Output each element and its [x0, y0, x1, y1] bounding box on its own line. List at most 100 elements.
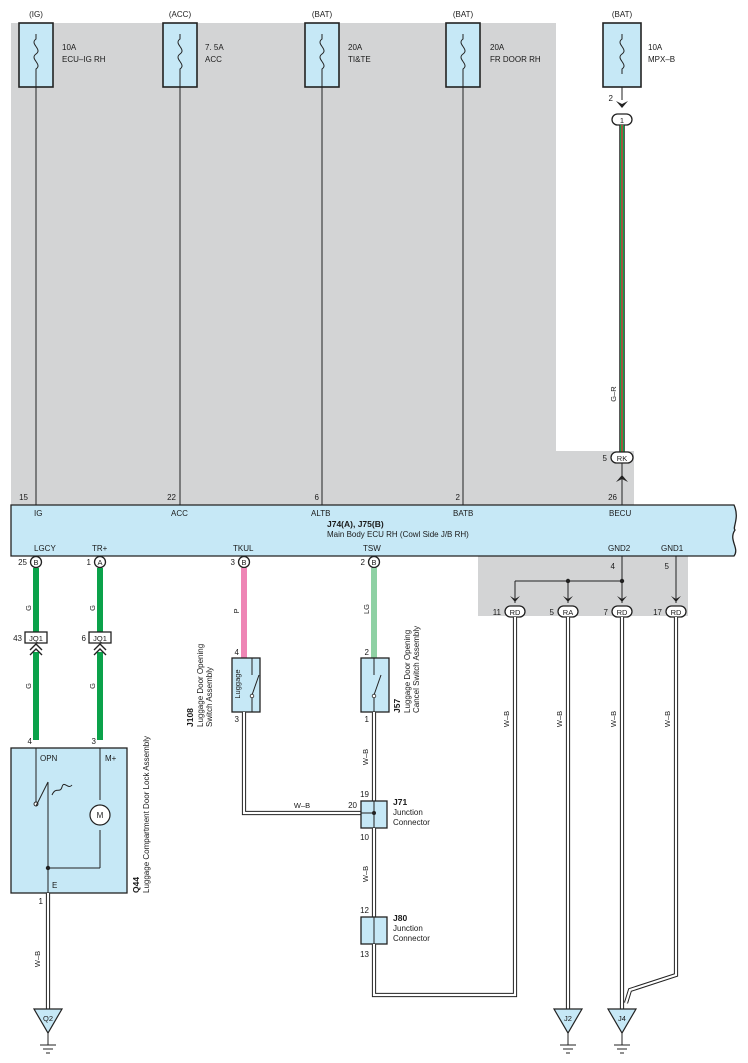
ecu-pin-num: 22 [167, 493, 176, 502]
wire-tsw: LG [362, 568, 377, 658]
ground-bus: 4 5 [510, 556, 681, 603]
fuse-source-label: (BAT) [453, 10, 474, 19]
j80-pin-top: 12 [360, 906, 369, 915]
j108-name1: Luggage Door Opening [196, 644, 205, 727]
switch-contact-icon [371, 693, 377, 699]
ecu-pin-label: GND2 [608, 544, 631, 553]
j71-pin-top: 19 [360, 790, 369, 799]
gnd-connector-pin: 11 [493, 608, 502, 617]
ecu-pin-label: TSW [363, 544, 381, 553]
fuse-source-label: (BAT) [312, 10, 333, 19]
wire-q44-ground: W–B [33, 893, 51, 1009]
ecu-pin-label: TKUL [233, 544, 254, 553]
fuse-source-label: (IG) [29, 10, 43, 19]
shaded-region-fuses [11, 23, 556, 505]
pin-tsw: B 2 [361, 555, 381, 569]
j108-switch-assembly: 4 3 Luggage J108 Luggage Door Opening Sw… [185, 644, 261, 727]
pin-num: 25 [18, 558, 27, 567]
mpx-pin-label: 2 [609, 94, 614, 103]
connector-arrow-icon [616, 101, 628, 108]
wire-color-label: W–B [361, 866, 370, 882]
wire-mpx-b: 2 1 G–R RK 5 [603, 87, 634, 505]
wire-color-label: W–B [361, 749, 370, 765]
ecu-pin-label: BATB [453, 509, 473, 518]
fuse-icon [33, 34, 39, 74]
j71-junction-connector: 19 20 10 J71 Junction Connector [348, 790, 430, 842]
switch-lever-icon [251, 674, 260, 696]
j80-name2: Connector [393, 934, 430, 943]
gnd-connector-label: RD [510, 608, 521, 617]
connector-arrow-icon [671, 596, 681, 602]
wire-color-label: W–B [663, 711, 672, 727]
switch-lever-icon [373, 674, 382, 696]
ground-label: J2 [564, 1014, 572, 1023]
pin-tr-plus: A 1 [87, 555, 107, 569]
fuse-ecu-ig-rh: (IG) 10A ECU–IG RH [18, 10, 106, 88]
fuse-name: ACC [205, 55, 222, 64]
main-body-ecu: 15 22 6 2 26 IG ACC ALTB BATB BECU J74(A… [10, 493, 737, 557]
wire-j71-j80: W–B [361, 828, 377, 917]
pin-num: 1 [87, 558, 92, 567]
wire-tkul: P [232, 568, 247, 658]
q44-door-lock-assembly: 4 3 OPN M+ M E 1 Q44 Luggage Compartment… [10, 736, 151, 906]
gnd-connector-label: RA [563, 608, 573, 617]
j71-code: J71 [393, 797, 407, 807]
fuse-source-label: (ACC) [169, 10, 192, 19]
wire-color-label: G [24, 605, 33, 611]
fuse-box [602, 22, 642, 88]
ecu-subtitle: Main Body ECU RH (Cowl Side J/B RH) [327, 530, 469, 539]
switch-contact-icon [249, 693, 255, 699]
ecu-title: J74(A), J75(B) [327, 519, 384, 529]
fuse-ti-te: (BAT) 20A TI&TE [304, 10, 371, 88]
connector-arrow-icon [616, 475, 628, 482]
j71-pin-left: 20 [348, 801, 357, 810]
fuse-name: TI&TE [348, 55, 371, 64]
wire-rd7-to-j4: W–B [609, 617, 625, 1009]
q44-box [10, 747, 128, 894]
wire-tr-plus: G G JQ1 6 [82, 568, 112, 740]
pin-num: 2 [361, 558, 366, 567]
mpx-connector-label: 1 [620, 116, 624, 125]
q44-label-opn: OPN [40, 754, 58, 763]
rk-connector-label: RK [617, 454, 627, 463]
q44-code: Q44 [131, 877, 141, 893]
wire-color-label: LG [362, 604, 371, 614]
pin-letter: B [241, 558, 246, 567]
jq1-connector [24, 631, 48, 644]
wire-ra5-to-j2: W–B [555, 617, 571, 1009]
gnd-connector-label: RD [617, 608, 628, 617]
jq1-label: JQ1 [29, 634, 43, 643]
fuse-name: MPX–B [648, 55, 675, 64]
ground-q2: Q2 [32, 1008, 64, 1054]
pin-letter: B [33, 558, 38, 567]
jq1-pin: 6 [82, 634, 87, 643]
rk-pin-label: 5 [603, 454, 608, 463]
gnd-connector-pin: 5 [550, 608, 555, 617]
pin-letter: B [371, 558, 376, 567]
q44-label-m: M+ [105, 754, 117, 763]
ecu-pin-num: 2 [456, 493, 461, 502]
wire-j108-j71: W–B [241, 712, 361, 816]
gnd-connector-pin: 7 [604, 608, 609, 617]
fuse-icon [460, 34, 466, 74]
junction-dot [565, 578, 571, 584]
wire-color-label: W–B [555, 711, 564, 727]
gnd-connector-pin: 17 [653, 608, 662, 617]
j57-pin-top: 2 [365, 648, 370, 657]
ground-triangle-icon [32, 1008, 64, 1035]
switch-lever-icon [35, 781, 49, 807]
j71-pin-bottom: 10 [360, 833, 369, 842]
fuse-name: FR DOOR RH [490, 55, 541, 64]
wire-color-label: P [232, 608, 241, 613]
fuse-name: ECU–IG RH [62, 55, 106, 64]
ecu-pin-label: ALTB [311, 509, 330, 518]
ecu-pin-label: TR+ [92, 544, 108, 553]
gnd2-pin: 4 [611, 562, 616, 571]
q44-pin-e: 1 [39, 897, 44, 906]
ecu-pin-label: GND1 [661, 544, 684, 553]
wire-color-label: G–R [609, 386, 618, 402]
wire-rd11-to-j80: W–B [371, 617, 518, 998]
ecu-pin-label: LGCY [34, 544, 56, 553]
ground-triangle-icon [552, 1008, 584, 1035]
